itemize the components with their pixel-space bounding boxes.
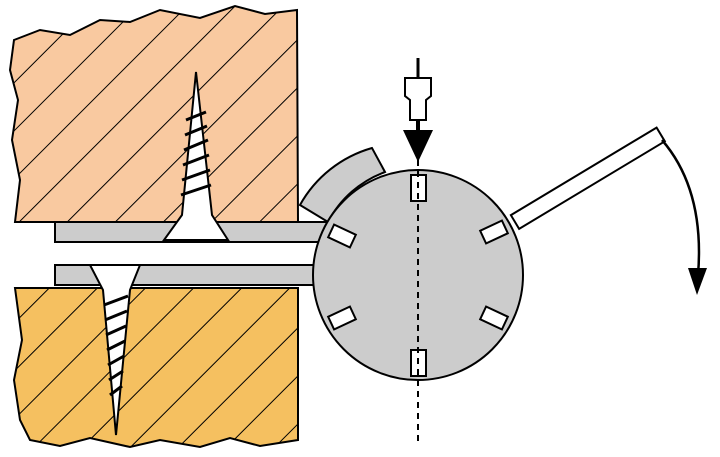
rotation-arrow-icon — [661, 139, 707, 295]
upper-screw — [162, 71, 230, 241]
downward-force-arrow-icon — [403, 58, 433, 162]
lower-screw — [88, 264, 142, 436]
upper-wood-block — [8, 4, 300, 223]
lever-handle — [509, 126, 667, 231]
lower-wood-block — [12, 287, 299, 449]
